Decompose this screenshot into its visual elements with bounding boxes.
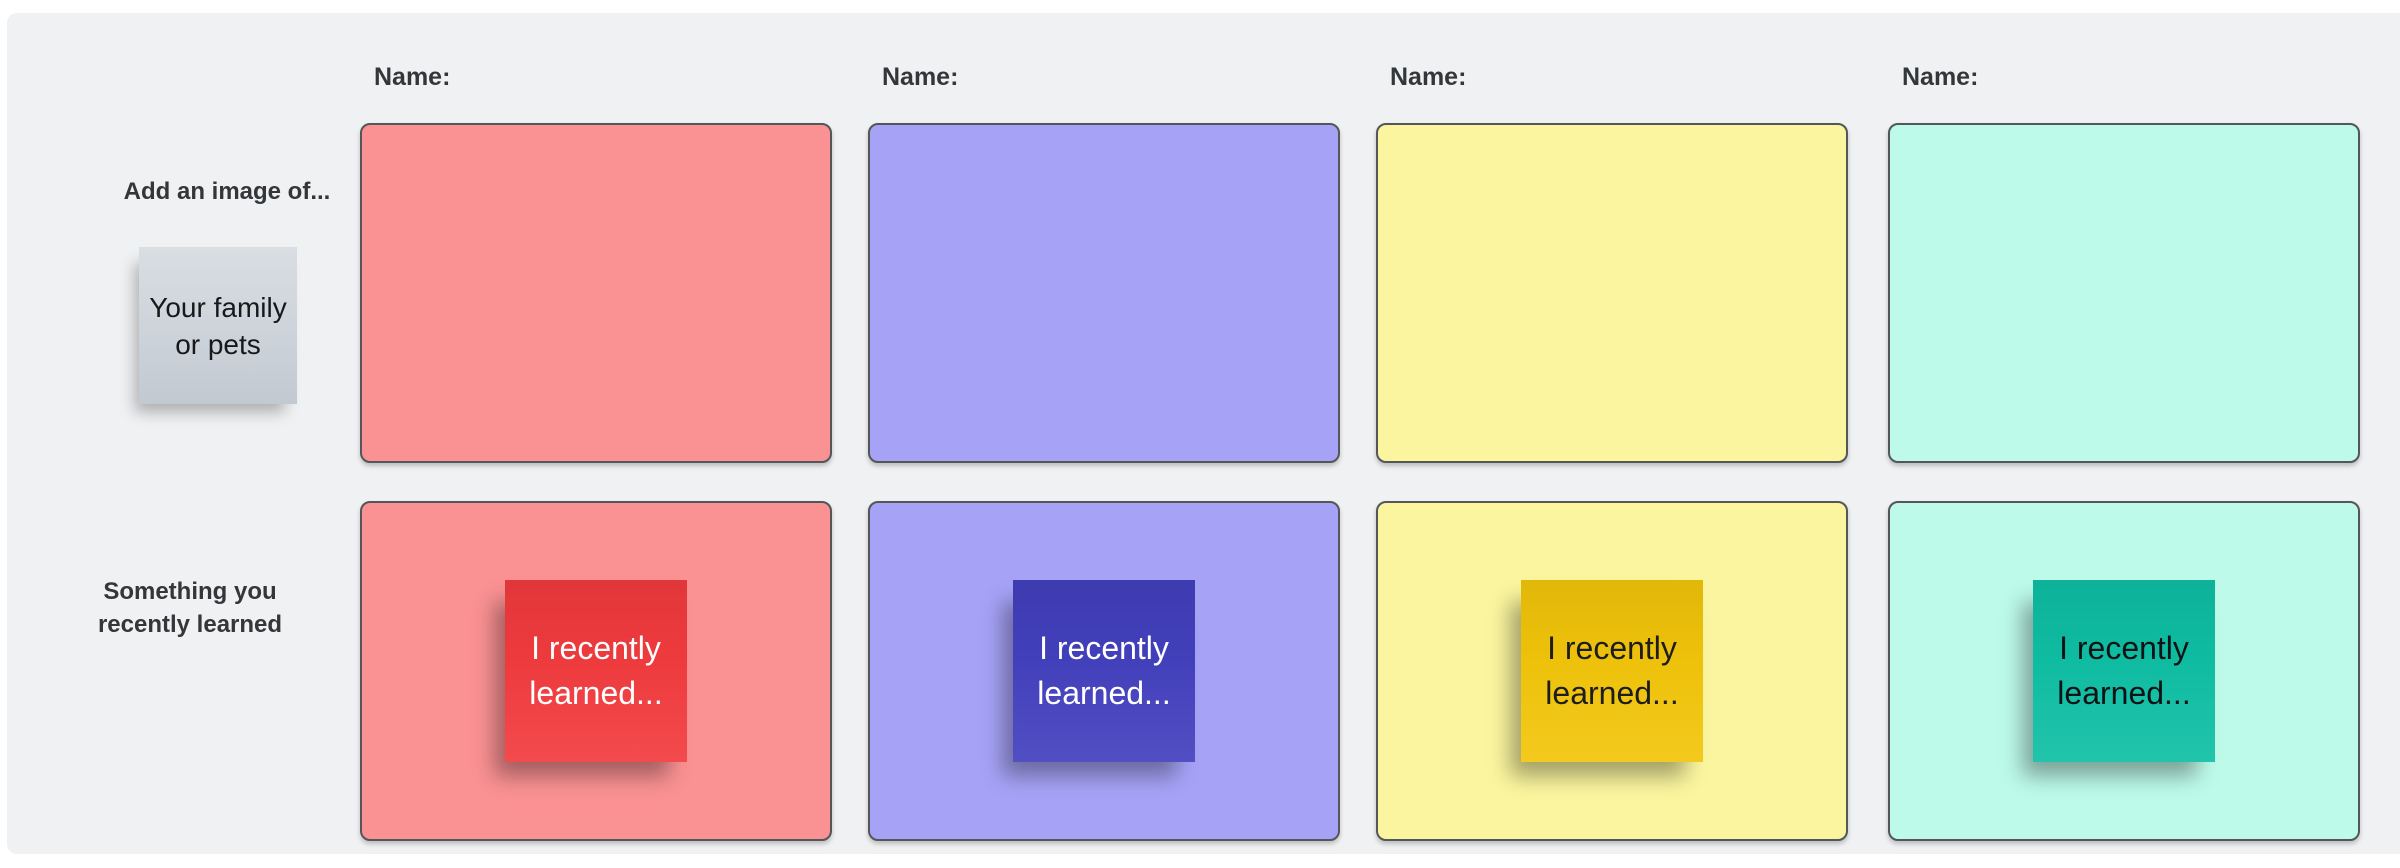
participant-column-2: Name: I recently learned... <box>868 13 1340 854</box>
name-label[interactable]: Name: <box>1902 63 1979 91</box>
sticky-note-text: I recently learned... <box>1545 630 1679 711</box>
prompt-note-text: Your family or pets <box>149 291 287 360</box>
image-drop-area[interactable] <box>1888 123 2360 463</box>
sticky-note-i-recently-learned[interactable]: I recently learned... <box>2033 580 2215 762</box>
name-label[interactable]: Name: <box>1390 63 1467 91</box>
prompt-sticky-note-family-or-pets[interactable]: Your family or pets <box>139 247 297 404</box>
participant-column-4: Name: I recently learned... <box>1888 13 2360 854</box>
row-label-add-an-image[interactable]: Add an image of... <box>123 178 331 205</box>
name-label[interactable]: Name: <box>374 63 451 91</box>
sticky-note-i-recently-learned[interactable]: I recently learned... <box>505 580 687 762</box>
sticky-note-text: I recently learned... <box>1037 630 1171 711</box>
sticky-note-i-recently-learned[interactable]: I recently learned... <box>1013 580 1195 762</box>
name-label[interactable]: Name: <box>882 63 959 91</box>
row-labels-rail: Add an image of... Your family or pets S… <box>7 13 360 854</box>
participant-column-3: Name: I recently learned... <box>1376 13 1848 854</box>
sticky-note-text: I recently learned... <box>2057 630 2191 711</box>
sticky-note-i-recently-learned[interactable]: I recently learned... <box>1521 580 1703 762</box>
sticky-note-text: I recently learned... <box>529 630 663 711</box>
participant-column-1: Name: I recently learned... <box>360 13 832 854</box>
row-label-something-you-recently-learned[interactable]: Something you recently learned <box>97 578 283 638</box>
image-drop-area[interactable] <box>1376 123 1848 463</box>
whiteboard-canvas: Add an image of... Your family or pets S… <box>7 13 2400 854</box>
image-drop-area[interactable] <box>360 123 832 463</box>
image-drop-area[interactable] <box>868 123 1340 463</box>
